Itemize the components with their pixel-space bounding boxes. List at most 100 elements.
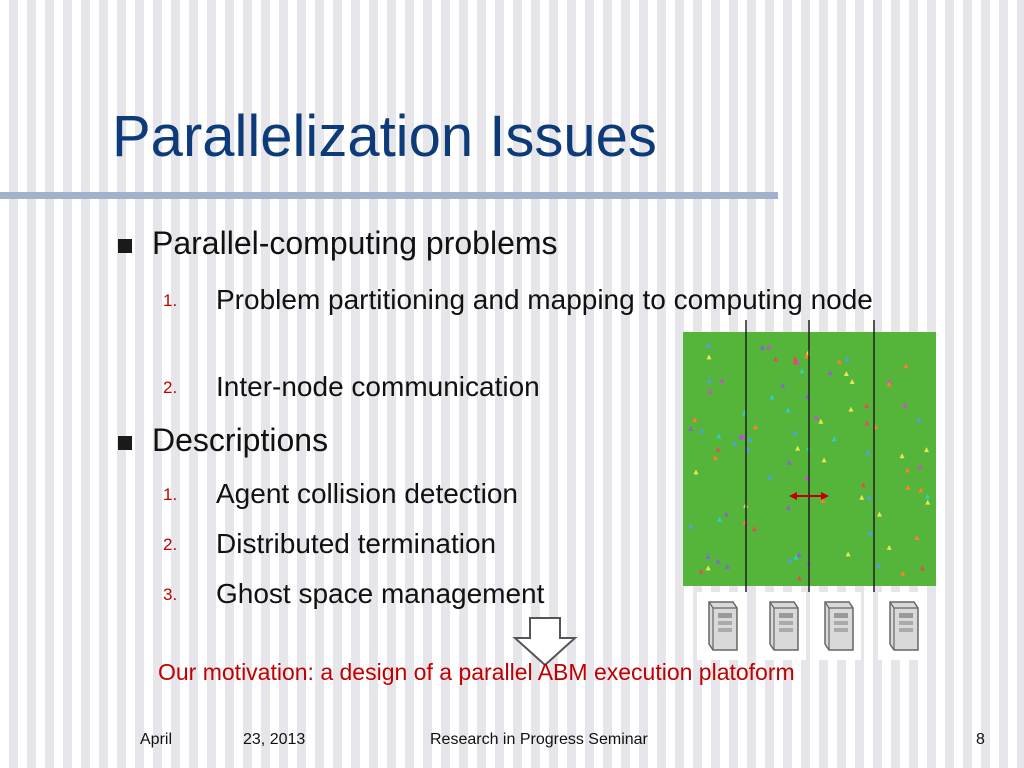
item-number: 1. [163, 485, 178, 504]
agent-marker [886, 381, 892, 387]
item-number: 2. [163, 535, 178, 554]
item-text: Problem partitioning and mapping to comp… [216, 284, 873, 315]
agent-marker [716, 433, 722, 439]
motivation-statement: Our motivation: a design of a parallel A… [158, 659, 795, 685]
agent-marker [925, 493, 931, 499]
agent-marker [860, 482, 866, 488]
agent-marker [796, 575, 802, 581]
agent-marker [705, 553, 711, 559]
agent-marker [688, 523, 694, 529]
agent-marker [693, 469, 699, 475]
agent-marker [773, 356, 779, 362]
agent-marker [865, 449, 871, 455]
agent-marker [717, 516, 723, 522]
agent-marker [886, 544, 892, 550]
footer-date-month: April [140, 731, 173, 748]
agent-marker [866, 495, 872, 501]
agent-marker [845, 551, 851, 557]
section-heading-2: Descriptions [152, 422, 329, 458]
item-number: 1. [163, 291, 178, 310]
agent-marker [698, 428, 704, 434]
agent-marker [792, 359, 798, 365]
server-icon [708, 601, 738, 651]
item-text: Ghost space management [216, 578, 545, 609]
agent-marker [864, 420, 870, 426]
agent-marker [905, 484, 911, 490]
agent-marker [918, 487, 924, 493]
server-node [878, 592, 926, 660]
agent-marker [785, 407, 791, 413]
agent-marker [900, 570, 906, 576]
agent-marker [767, 474, 773, 480]
server-node [758, 592, 806, 660]
agent-marker [746, 436, 752, 442]
agent-marker [867, 529, 873, 535]
agent-marker [706, 377, 712, 383]
agent-marker [712, 455, 718, 461]
agent-marker [919, 565, 925, 571]
agent-marker [715, 558, 721, 564]
agent-marker [753, 424, 759, 430]
agent-marker [924, 447, 930, 453]
slide-title: Parallelization Issues [112, 104, 657, 169]
communication-arrow [789, 492, 829, 500]
agent-marker [827, 369, 833, 375]
simulation-overlay [688, 320, 931, 592]
agent-marker [706, 342, 712, 348]
agent-marker [796, 552, 802, 558]
agent-marker [786, 459, 792, 465]
agent-marker [792, 356, 798, 362]
agent-marker [688, 426, 694, 432]
agent-marker [916, 417, 922, 423]
agent-marker [799, 368, 805, 374]
agent-marker [724, 563, 730, 569]
server-icon [889, 601, 919, 651]
item-number: 3. [163, 585, 178, 604]
agent-marker [876, 562, 882, 568]
agent-marker [849, 378, 855, 384]
agent-marker [836, 358, 842, 364]
agent-marker [707, 389, 713, 395]
agent-marker [899, 453, 905, 459]
footer-event: Research in Progress Seminar [430, 731, 648, 748]
agent-marker [818, 418, 824, 424]
agent-markers [688, 342, 931, 581]
section-heading-1: Parallel-computing problems [152, 225, 558, 261]
agent-marker [859, 494, 865, 500]
agent-marker [793, 554, 799, 560]
item-text: Agent collision detection [216, 478, 518, 509]
agent-marker [886, 378, 892, 384]
agent-marker [925, 499, 931, 505]
agent-marker [698, 568, 704, 574]
agent-marker [904, 467, 910, 473]
agent-marker [792, 430, 798, 436]
item-text: Inter-node communication [216, 371, 540, 402]
agent-marker [785, 505, 791, 511]
section-bullet-1 [118, 239, 132, 253]
agent-marker [844, 356, 850, 362]
agent-marker [740, 433, 746, 439]
agent-marker [787, 557, 793, 563]
agent-marker [917, 464, 923, 470]
agent-marker [864, 403, 870, 409]
agent-marker [813, 414, 819, 420]
agent-marker [795, 445, 801, 451]
footer-page-number: 8 [976, 731, 985, 748]
agent-marker [903, 363, 909, 369]
agent-marker [723, 511, 729, 517]
agent-marker [751, 526, 757, 532]
agent-marker [766, 344, 772, 350]
agent-marker [715, 446, 721, 452]
agent-marker [831, 436, 837, 442]
server-icon [824, 601, 854, 651]
down-arrow-icon [512, 617, 578, 667]
agent-marker [706, 354, 712, 360]
agent-marker [705, 565, 711, 571]
agent-marker [843, 370, 849, 376]
server-node [697, 592, 745, 660]
agent-marker [692, 417, 698, 423]
agent-marker [780, 382, 786, 388]
agent-marker [821, 457, 827, 463]
server-node [813, 592, 861, 660]
agent-marker [759, 344, 765, 350]
